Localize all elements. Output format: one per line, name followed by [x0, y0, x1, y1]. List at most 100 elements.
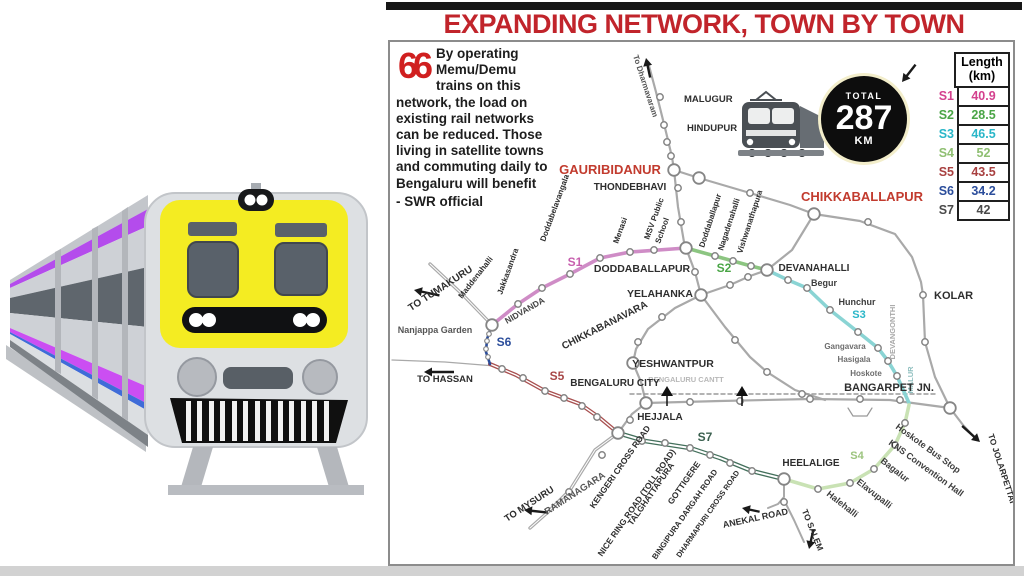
station-dot [814, 485, 822, 493]
station-dot [663, 138, 671, 146]
map-label-menasi: Menasi [611, 216, 629, 245]
purple-stripe-bottom [10, 328, 148, 404]
station-dot [864, 218, 872, 226]
map-label-halehalli: Halehalli [825, 489, 860, 520]
hassan-arrow-head-icon [424, 367, 432, 377]
line-length-value: 40.9 [957, 85, 1010, 107]
station-dot [943, 401, 957, 415]
buffer-right [302, 359, 338, 395]
station-dot [686, 444, 694, 452]
top-black-bar [386, 2, 1022, 10]
destination-board-right [275, 223, 327, 237]
train-window-band [10, 267, 148, 327]
station-dot [484, 338, 490, 344]
map-line-yelahanka-corridor [699, 293, 827, 402]
line-id: S4 [938, 145, 954, 160]
map-line-bridge-symbol [847, 407, 873, 417]
station-dot [566, 270, 574, 278]
badge-total-unit: KM [854, 135, 874, 147]
station-dot [807, 207, 821, 221]
station-dot [541, 387, 549, 395]
station-dot [660, 121, 668, 129]
map-label-kolar: KOLAR [934, 290, 973, 302]
dharmavaram-arrow-head-icon [643, 58, 653, 67]
buffer-left [177, 357, 217, 397]
train-skirt [10, 334, 148, 435]
station-dot [777, 472, 791, 486]
salem-arrow-head-icon [806, 540, 816, 549]
station-dot [578, 402, 586, 410]
station-dot [674, 184, 682, 192]
windshield-right [274, 242, 328, 296]
marker-light [238, 189, 274, 211]
station-dot [896, 396, 904, 404]
station-dot [667, 163, 681, 177]
station-dot [538, 284, 546, 292]
rail-left [181, 447, 213, 487]
station-dot [626, 356, 640, 370]
rail-tie [168, 485, 364, 495]
badge-arrow-head-icon [902, 72, 911, 82]
quote-block: 66 By operating Memu/Demu trains on this… [396, 46, 548, 210]
anekal-arrow-head-icon [742, 505, 751, 515]
map-label-begur: Begur [811, 278, 838, 288]
map-line-tumakuru-line-inner [429, 263, 493, 326]
undercarriage [10, 340, 148, 447]
station-dot [856, 395, 864, 403]
map-label-s4-label: S4 [850, 450, 864, 462]
badge-total-value: 287 [835, 99, 893, 137]
station-dot [893, 372, 901, 380]
station-dot [634, 338, 642, 346]
station-dot [706, 451, 714, 459]
station-dot [798, 390, 806, 398]
jolarpettai-arrow-icon [961, 425, 977, 439]
mysuru-arrow-head-icon [524, 506, 533, 516]
line-id: S1 [938, 88, 954, 103]
map-label-bangarpet: BANGARPET JN. [844, 382, 934, 394]
map-label-s3-label: S3 [852, 309, 865, 321]
map-line-chikkabanavara-city [631, 361, 648, 405]
line-length-value: 28.5 [957, 104, 1010, 126]
station-dot [826, 306, 834, 314]
station-dot [747, 262, 755, 270]
station-dot [626, 416, 634, 424]
station-dot [711, 252, 719, 260]
station-dot [901, 419, 909, 427]
map-label-malugur: MALUGUR [684, 94, 733, 105]
map-line-yelahanka-devanahalli [699, 268, 769, 297]
station-dot [565, 488, 573, 496]
rail-right [317, 447, 349, 487]
map-label-elavupalli: Elavupalli [855, 477, 894, 511]
line-length-value: 52 [957, 142, 1010, 164]
blue-stripe [10, 332, 148, 411]
line-length-value: 46.5 [957, 123, 1010, 145]
line-id: S5 [938, 164, 954, 179]
map-label-to-jolarpettai: TO JOLARPETTAI [986, 433, 1013, 505]
map-label-vishwanathapura: Vishwanathapura [735, 188, 764, 254]
badge-total-label: TOTAL [845, 91, 883, 101]
quote-text: By operating Memu/Demu trains on this ne… [396, 46, 548, 191]
train-icon [738, 90, 824, 157]
station-dot [498, 365, 506, 373]
line-length-value: 43.5 [957, 161, 1010, 183]
map-label-s1-label: S1 [568, 255, 583, 269]
bottom-gray-strip [0, 566, 1024, 576]
map-label-devangonthi: DEVANGONTHI [888, 305, 897, 360]
station-dot [891, 441, 899, 449]
station-dot [763, 368, 771, 376]
station-dot [870, 465, 878, 473]
train-illustration [6, 183, 368, 495]
coupler [223, 367, 293, 389]
tumakuru-arrow-head-icon [414, 287, 423, 297]
mysuru-arrow-icon [529, 509, 548, 514]
map-label-jakkasandra: Jakkasandra [495, 247, 520, 296]
map-label-bengaluru-cantt: BENGALURU CANTT [648, 375, 724, 384]
station-dot [656, 93, 664, 101]
train-roof [10, 195, 148, 284]
line-id: S2 [938, 107, 954, 122]
station-dot [667, 152, 675, 160]
